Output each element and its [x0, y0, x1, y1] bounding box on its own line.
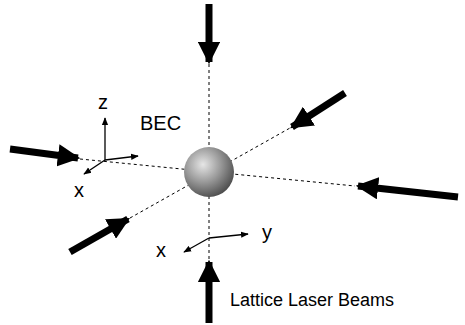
bec-sphere	[184, 147, 234, 197]
beam-path	[80, 64, 355, 262]
axis-label: z	[98, 92, 108, 112]
laser-beam-arrow	[10, 4, 458, 323]
bec-label: BEC	[140, 113, 181, 133]
axis-arrows	[84, 118, 138, 174]
axis-label: y	[262, 222, 272, 242]
axis-label: x	[74, 180, 84, 200]
axis-arrows	[184, 234, 248, 252]
axis-label: x	[156, 240, 166, 260]
beam-caption: Lattice Laser Beams	[230, 291, 394, 309]
